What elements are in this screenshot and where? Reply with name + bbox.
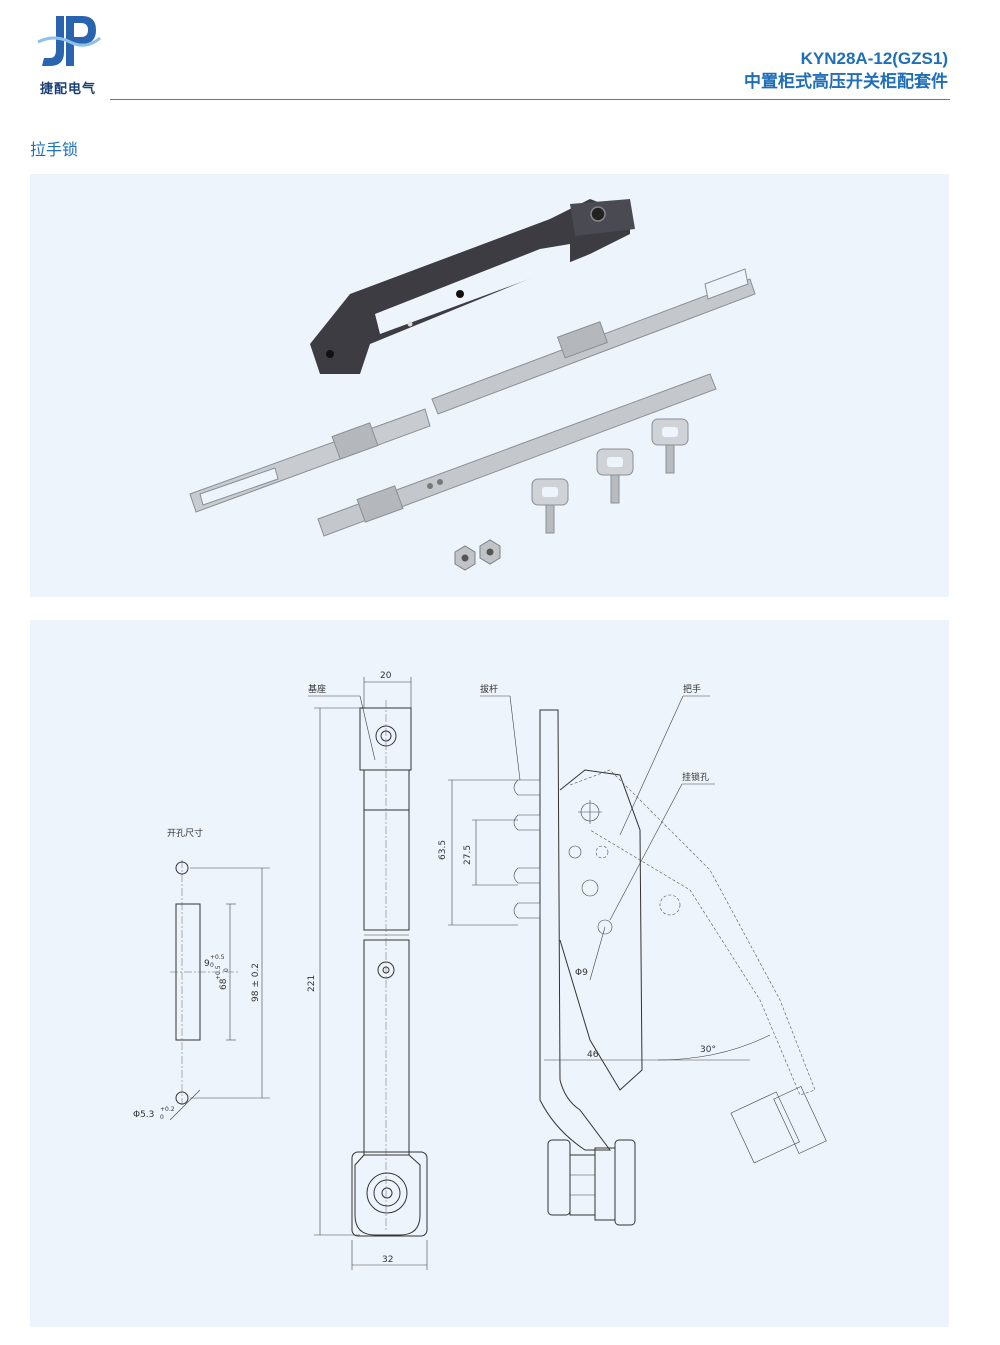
dim-slot-width-tol-up: +0.5 [210,954,225,961]
label-cutout-size: 开孔尺寸 [167,827,203,839]
product-photo [189,199,756,571]
dim-hole-diameter-tol-dn: 0 [160,1114,164,1121]
label-pull-rod: 拔杆 [480,683,498,695]
dim-slot-height: 68 [219,978,229,990]
cutout-view: 开孔尺寸 9 +0.5 0 68 +0.5 0 98 ± 0.2 Φ5.3 +0… [133,827,270,1121]
company-logo: 捷配电气 [28,12,108,98]
dim-width-bottom: 32 [382,1255,393,1265]
dim-63-5: 63.5 [438,840,448,860]
technical-drawing: 开孔尺寸 9 +0.5 0 68 +0.5 0 98 ± 0.2 Φ5.3 +0… [133,671,827,1270]
brand-name: 捷配电气 [39,82,96,97]
front-view: 20 基座 221 [307,671,428,1270]
section-title: 拉手锁 [30,140,79,159]
dim-hole-diameter: Φ5.3 [133,1110,154,1120]
model-number: KYN28A-12(GZS1) [800,49,948,68]
dim-angle-30: 30° [700,1045,716,1055]
page-header: KYN28A-12(GZS1) 中置柜式高压开关柜配套件 [744,48,948,94]
dim-slot-width: 9 [204,959,210,969]
short-bar [189,408,431,513]
long-bar-lower [317,373,717,537]
long-bar-upper [431,268,756,415]
dim-slot-height-tol-up: +0.5 [215,965,222,980]
dim-width-top: 20 [380,671,392,681]
dim-hole-pitch: 98 ± 0.2 [251,963,261,1002]
technical-drawing-panel: 开孔尺寸 9 +0.5 0 68 +0.5 0 98 ± 0.2 Φ5.3 +0… [30,620,949,1327]
side-view: 拔杆 把手 挂锁孔 [438,683,827,1226]
label-handle: 把手 [683,683,701,695]
hex-nuts [454,539,501,571]
header-divider [110,99,950,100]
page-subtitle: 中置柜式高压开关柜配套件 [744,72,948,92]
label-lock-hole: 挂锁孔 [682,771,709,783]
label-base: 基座 [308,683,326,695]
dim-phi9: Φ9 [575,968,588,978]
dim-length-total: 221 [307,975,317,992]
jp-logo-icon [37,16,101,66]
dim-27-5: 27.5 [463,845,473,865]
dim-slot-height-tol-dn: 0 [223,968,230,972]
dim-slot-width-tol-dn: 0 [210,962,214,969]
dim-hole-diameter-tol-up: +0.2 [160,1106,175,1113]
eye-bolts [531,418,689,534]
dim-46: 46 [587,1050,599,1060]
handle-body [310,199,635,374]
product-photo-panel [30,174,949,597]
